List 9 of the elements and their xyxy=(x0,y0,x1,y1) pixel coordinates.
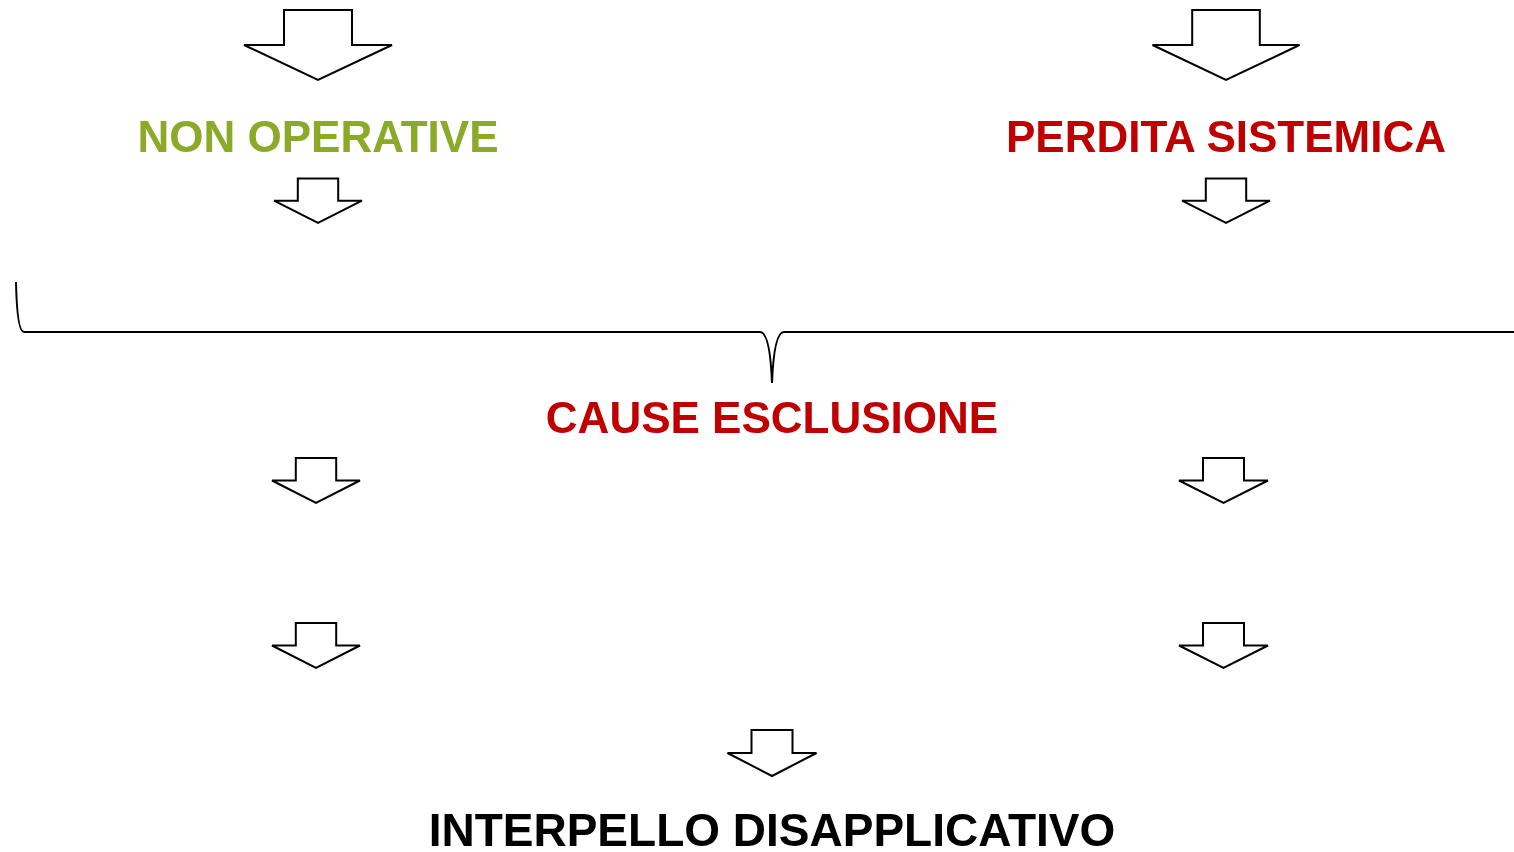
block-arrow xyxy=(273,177,363,225)
block-arrow xyxy=(1181,177,1271,225)
heading-text: INTERPELLO DISAPPLICATIVO xyxy=(428,805,1116,852)
heading-text: PERDITA SISTEMICA xyxy=(1006,113,1446,162)
heading-text: CAUSE ESCLUSIONE xyxy=(545,394,999,443)
block-arrow xyxy=(243,9,393,82)
block-arrow xyxy=(1151,9,1301,82)
block-arrow xyxy=(726,729,818,778)
heading-text: NON OPERATIVE xyxy=(137,113,499,162)
